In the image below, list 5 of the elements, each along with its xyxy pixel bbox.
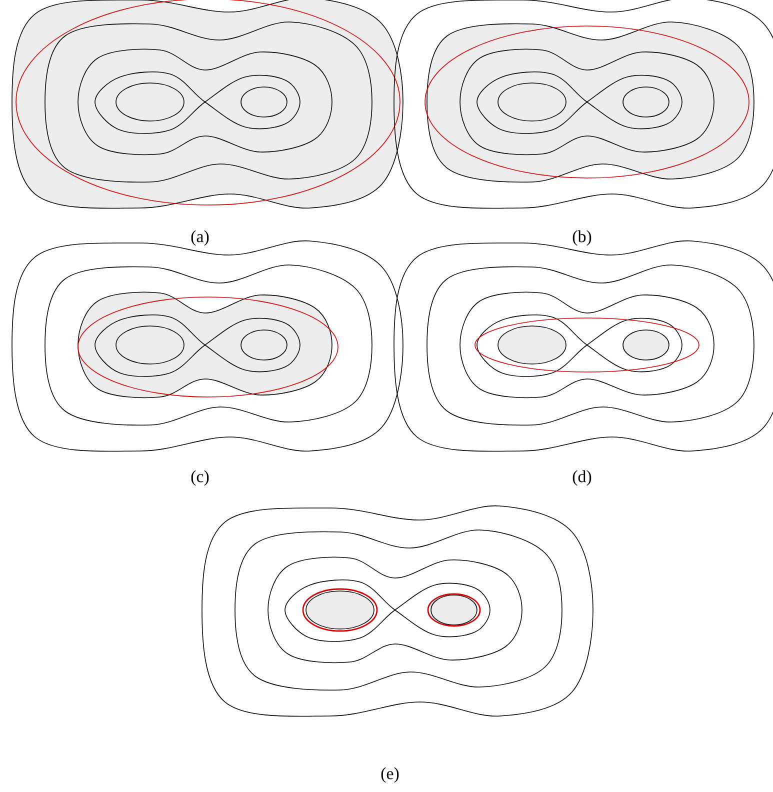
panel-label: (d) [572, 470, 592, 486]
panel-label: (e) [381, 767, 399, 783]
panel-label: (b) [572, 230, 592, 246]
panel-label: (a) [191, 230, 209, 246]
panel-label: (c) [191, 470, 209, 486]
